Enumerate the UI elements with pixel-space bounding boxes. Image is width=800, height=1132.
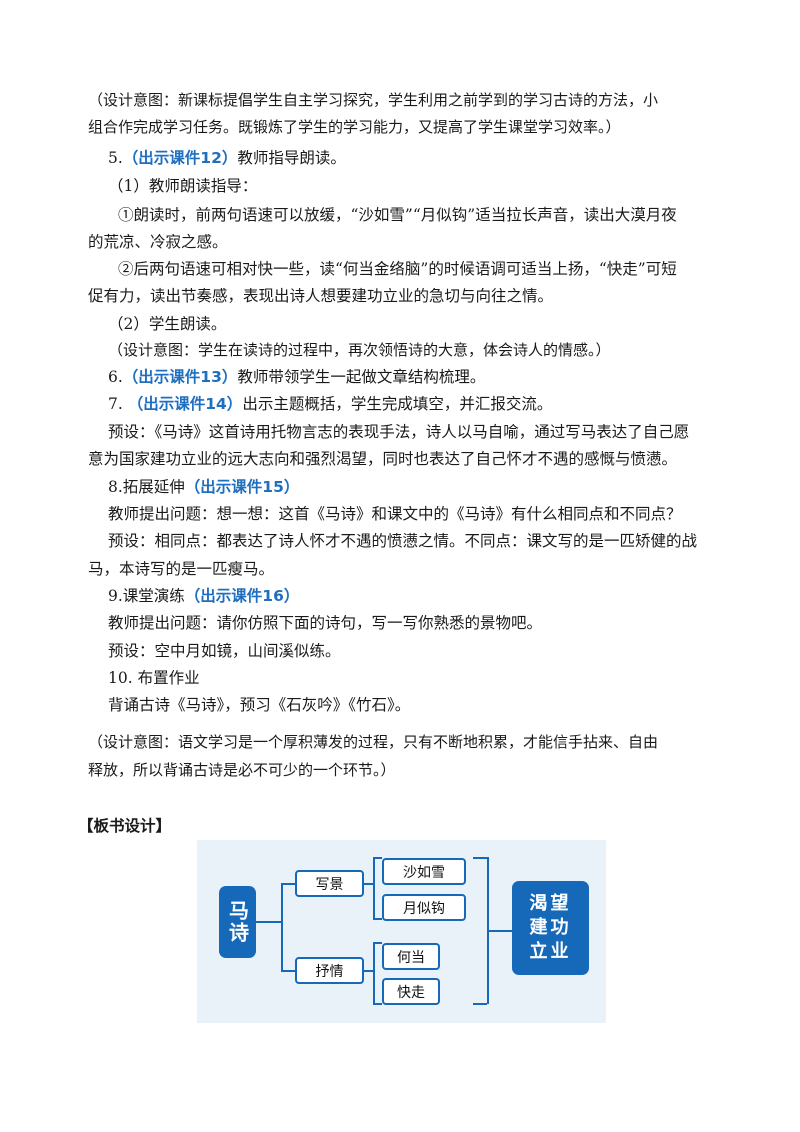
branch-scenery: 写景	[295, 870, 364, 897]
result-block: 渴望建功立业	[512, 881, 589, 975]
step-6-number: 6.	[108, 368, 123, 386]
connector-b1-bottom	[373, 918, 382, 920]
step-8-slide-tag: （出示课件15）	[184, 478, 300, 496]
connector-root-bottom	[281, 970, 295, 972]
board-diagram: 马诗 写景 抒情 沙如雪 月似钩 何当 快走 渴望建功立业	[197, 840, 606, 1023]
step-8-question: 教师提出问题：想一想：这首《马诗》和课文中的《马诗》有什么相同点和不同点？	[108, 505, 682, 523]
design-intent-1-line1: （设计意图：新课标提倡学生自主学习探究，学生利用之前学到的学习古诗的方法，小	[88, 91, 659, 109]
connector-root-vertical	[281, 883, 283, 971]
bracket-bottom	[473, 1003, 487, 1005]
connector-b1-vertical	[373, 857, 375, 919]
step-6: 6.（出示课件13）教师带领学生一起做文章结构梳理。	[108, 366, 485, 388]
connector-result	[489, 930, 512, 932]
design-intent-2: （设计意图：学生在读诗的过程中，再次领悟诗的大意，体会诗人的情感。）	[108, 341, 611, 359]
step-9-preset: 预设：空中月如镜，山间溪似练。	[108, 642, 341, 660]
item-moon-like-hook: 月似钩	[382, 894, 466, 921]
step-8: 8.拓展延伸（出示课件15）	[108, 476, 299, 498]
item-gallop: 快走	[382, 978, 440, 1005]
connector-root-top	[281, 883, 295, 885]
design-intent-3-line1: （设计意图：语文学习是一个厚积薄发的过程，只有不断地积累，才能信手拈来、自由	[88, 733, 659, 751]
step-7-preset-line2: 意为国家建功立业的远大志向和强烈渴望，同时也表达了自己怀才不遇的感慨与愤懑。	[88, 450, 678, 468]
step-6-text: 教师带领学生一起做文章结构梳理。	[237, 368, 486, 386]
step-8-text: 8.拓展延伸	[108, 478, 185, 496]
step-5-number: 5.	[108, 149, 123, 167]
step-9-text: 9.课堂演练	[108, 587, 185, 605]
result-text: 渴望建功立业	[529, 893, 572, 962]
connector-b2-top	[373, 942, 382, 944]
step-6-slide-tag: （出示课件13）	[122, 368, 238, 386]
step-7-text: 出示主题概括，学生完成填空，并汇报交流。	[242, 395, 553, 413]
step-5-1a-line2: 的荒凉、冷寂之感。	[88, 233, 228, 251]
item-sand-like-snow: 沙如雪	[382, 858, 466, 885]
step-7-preset-line1: 预设：《马诗》这首诗用托物言志的表现手法，诗人以马自喻，通过写马表达了自己愿	[108, 423, 690, 441]
connector-b1	[364, 883, 373, 885]
bracket-vertical	[487, 857, 489, 1004]
step-9-slide-tag: （出示课件16）	[184, 587, 300, 605]
step-9: 9.课堂演练（出示课件16）	[108, 585, 299, 607]
step-5-slide-tag: （出示课件12）	[122, 149, 238, 167]
step-7-slide-tag: （出示课件14）	[127, 395, 243, 413]
board-design-title: 【板书设计】	[78, 816, 172, 835]
root-block: 马诗	[219, 886, 256, 958]
design-intent-1-line2: 组合作完成学习任务。既锻炼了学生的学习能力，又提高了学生课堂学习效率。）	[88, 118, 621, 136]
root-text: 马诗	[225, 900, 250, 944]
step-10-task: 背诵古诗《马诗》，预习《石灰吟》《竹石》。	[108, 696, 411, 714]
design-intent-3-line2: 释放，所以背诵古诗是必不可少的一个环节。）	[88, 761, 396, 779]
connector-root	[256, 921, 281, 923]
step-5-2: （2）学生朗读。	[108, 315, 227, 333]
step-9-question: 教师提出问题：请你仿照下面的诗句，写一写你熟悉的景物吧。	[108, 614, 543, 632]
bracket-top	[473, 857, 487, 859]
step-5: 5.（出示课件12）教师指导朗读。	[108, 147, 346, 169]
step-7: 7. （出示课件14）出示主题概括，学生完成填空，并汇报交流。	[108, 393, 552, 415]
connector-b2-bottom	[373, 1003, 382, 1005]
item-when: 何当	[382, 943, 440, 970]
step-5-1: （1）教师朗读指导：	[108, 177, 258, 195]
step-8-preset-line1: 预设：相同点：都表达了诗人怀才不遇的愤懑之情。不同点：课文写的是一匹矫健的战	[108, 532, 698, 550]
step-5-1b-line1: ②后两句语速可相对快一些，读“何当金络脑”的时候语调可适当上扬，“快走”可短	[118, 260, 677, 278]
step-5-1a-line1: ①朗读时，前两句语速可以放缓，“沙如雪”“月似钩”适当拉长声音，读出大漠月夜	[118, 206, 677, 224]
step-5-1b-line2: 促有力，读出节奏感，表现出诗人想要建功立业的急切与向往之情。	[88, 287, 554, 305]
connector-b1-top	[373, 857, 382, 859]
branch-emotion: 抒情	[295, 957, 364, 984]
step-5-text: 教师指导朗读。	[237, 149, 346, 167]
step-7-number: 7.	[108, 395, 123, 413]
step-10: 10. 布置作业	[108, 669, 200, 687]
connector-b2	[364, 970, 373, 972]
connector-b2-vertical	[373, 942, 375, 1004]
step-8-preset-line2: 马，本诗写的是一匹瘦马。	[88, 560, 275, 578]
